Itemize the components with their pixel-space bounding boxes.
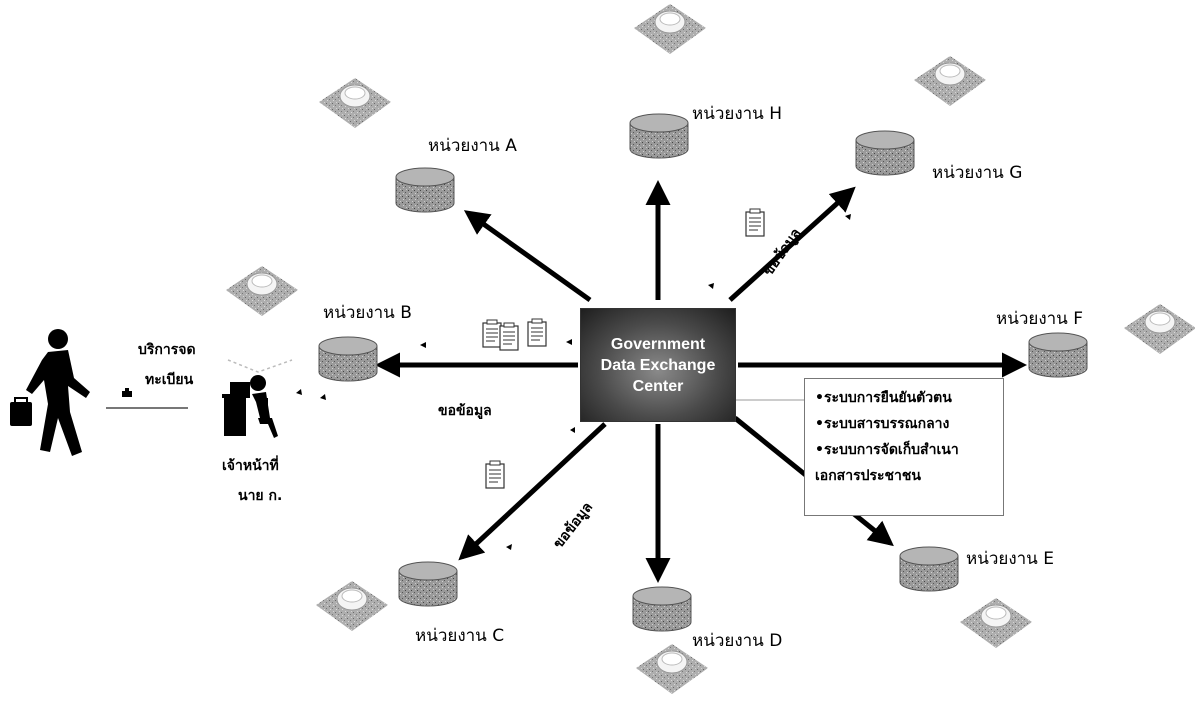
service-hat-icon (122, 388, 132, 397)
agency-label-f: หน่วยงาน F (996, 309, 1083, 329)
server-icon-c (315, 580, 389, 632)
agency-label-e: หน่วยงาน E (966, 549, 1054, 569)
server-icon-b (225, 265, 299, 317)
server-icon-d (635, 643, 709, 695)
document-icon (482, 319, 502, 348)
service-label-line2: ทะเบียน (145, 372, 194, 388)
database-icon-a (395, 167, 455, 213)
center-title-line3: Center (632, 377, 684, 395)
arrow-to-c (458, 422, 607, 561)
request-markers (296, 214, 851, 550)
database-icon-g (855, 130, 915, 176)
database-icon-b (318, 336, 378, 382)
agency-label-b: หน่วยงาน B (323, 303, 412, 323)
agency-label-h: หน่วยงาน H (692, 104, 782, 124)
officer-name: นาย ก. (238, 488, 283, 504)
database-icon-c (398, 561, 458, 607)
document-icon (485, 460, 505, 489)
arrow-to-a (463, 210, 592, 303)
service-item: •ระบบการจัดเก็บสำเนา (815, 442, 959, 458)
agency-label-g: หน่วยงาน G (932, 163, 1023, 183)
server-icon-e (959, 597, 1033, 649)
database-icon-f (1028, 332, 1088, 378)
database-icon-d (632, 586, 692, 632)
agency-label-c: หน่วยงาน C (415, 626, 505, 646)
center-title-line1: Government (610, 335, 706, 353)
agency-label-d: หน่วยงาน D (692, 631, 783, 651)
database-icon-e (899, 546, 959, 592)
spoke-arrows (375, 180, 1027, 583)
database-icon-h (629, 113, 689, 159)
center-title-line2: Data Exchange (600, 356, 716, 374)
service-item: เอกสารประชาชน (815, 468, 921, 484)
exchange-center-box: Government Data Exchange Center (580, 308, 736, 422)
service-item: •ระบบการยืนยันตัวตน (815, 390, 952, 406)
document-icon (499, 322, 519, 351)
server-icon-f (1123, 303, 1195, 355)
services-box: •ระบบการยืนยันตัวตน •ระบบสารบรรณกลาง •ระ… (804, 378, 1004, 516)
agency-label-a: หน่วยงาน A (428, 136, 517, 156)
service-label-line1: บริการจด (138, 342, 196, 358)
service-item: •ระบบสารบรรณกลาง (815, 416, 950, 432)
server-icon-h (633, 3, 707, 55)
request-label-left: ขอข้อมูล (438, 403, 492, 419)
document-icon (527, 318, 547, 347)
server-icon-a (318, 77, 392, 129)
officer-role: เจ้าหน้าที่ (222, 458, 279, 474)
officer-icon (222, 375, 278, 438)
service-dotted-links (227, 359, 293, 373)
arrow-to-g (728, 186, 856, 302)
citizen-icon (10, 329, 90, 456)
server-icon-g (913, 55, 987, 107)
document-icon (745, 208, 765, 237)
